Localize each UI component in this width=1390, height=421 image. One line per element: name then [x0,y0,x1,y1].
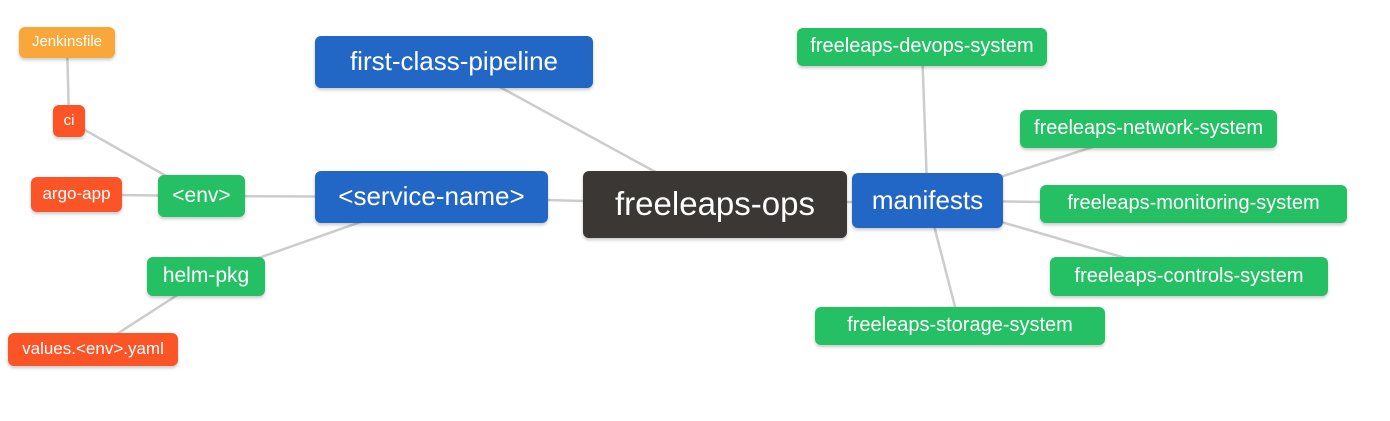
node-label: freeleaps-ops [615,185,815,222]
node-label: Jenkinsfile [31,33,103,50]
node-service-name[interactable]: <service-name> [315,171,548,223]
node-label: helm-pkg [162,264,250,287]
node-label: freeleaps-controls-system [1074,264,1304,287]
node-label: <env> [172,183,231,207]
node-helm-pkg[interactable]: helm-pkg [147,257,265,296]
node-label: <service-name> [338,181,525,211]
node-label: ci [63,111,75,129]
node-label: freeleaps-network-system [1034,117,1263,139]
node-freeleaps-storage-system[interactable]: freeleaps-storage-system [815,307,1105,345]
node-freeleaps-controls-system[interactable]: freeleaps-controls-system [1050,257,1328,296]
node-ci[interactable]: ci [53,105,85,137]
node-values-env-yaml[interactable]: values.<env>.yaml [8,333,178,366]
node-label: freeleaps-monitoring-system [1067,192,1320,214]
node-label: values.<env>.yaml [22,339,164,358]
node-label: first-class-pipeline [349,46,559,76]
node-env[interactable]: <env> [158,175,245,217]
node-first-class-pipeline[interactable]: first-class-pipeline [315,36,593,88]
node-freeleaps-network-system[interactable]: freeleaps-network-system [1020,110,1277,148]
node-freeleaps-monitoring-system[interactable]: freeleaps-monitoring-system [1040,185,1347,223]
node-label: manifests [871,184,984,215]
node-label: freeleaps-devops-system [810,35,1034,57]
node-label: argo-app [42,184,111,203]
node-freeleaps-devops-system[interactable]: freeleaps-devops-system [797,28,1047,66]
node-label: freeleaps-storage-system [847,314,1073,336]
node-manifests[interactable]: manifests [852,173,1003,228]
node-jenkinsfile[interactable]: Jenkinsfile [19,27,115,58]
node-argo-app[interactable]: argo-app [31,177,122,212]
node-freeleaps-ops[interactable]: freeleaps-ops [583,171,847,238]
